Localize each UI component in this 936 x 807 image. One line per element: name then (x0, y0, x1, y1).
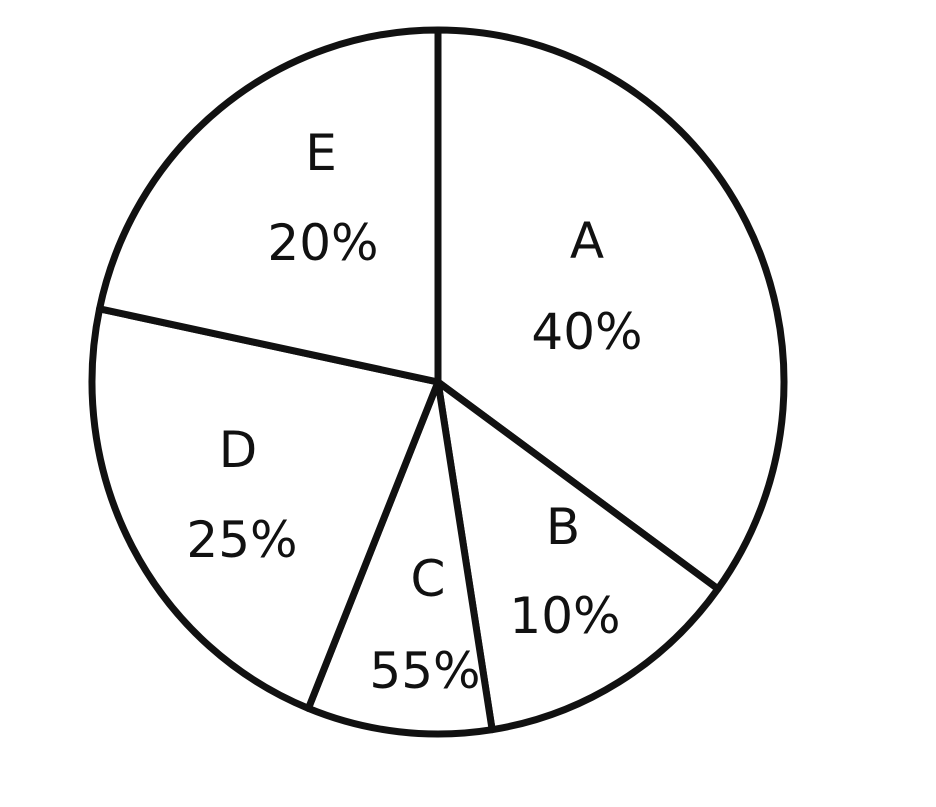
slice-e-wedge (96, 26, 442, 386)
slice-d-value: 25% (186, 511, 297, 569)
slice-e-label: E (305, 124, 337, 182)
slice-b-wedge (434, 378, 722, 734)
slice-b-label: B (546, 498, 580, 556)
pie-labels: A 40% B 10% C 55% D 25% E 20% (186, 124, 642, 700)
slice-d-label: D (219, 421, 258, 479)
slice-a-label: A (570, 212, 604, 270)
slice-b-value: 10% (509, 587, 620, 645)
slice-a-value: 40% (531, 303, 642, 361)
slice-c-value: 55% (369, 642, 480, 700)
pie-slices (88, 26, 788, 738)
slice-c-wedge (304, 378, 496, 738)
slice-c-label: C (411, 550, 446, 608)
slice-d-wedge (88, 305, 442, 712)
slice-e-value: 20% (267, 214, 378, 272)
slice-a-wedge (434, 26, 788, 593)
